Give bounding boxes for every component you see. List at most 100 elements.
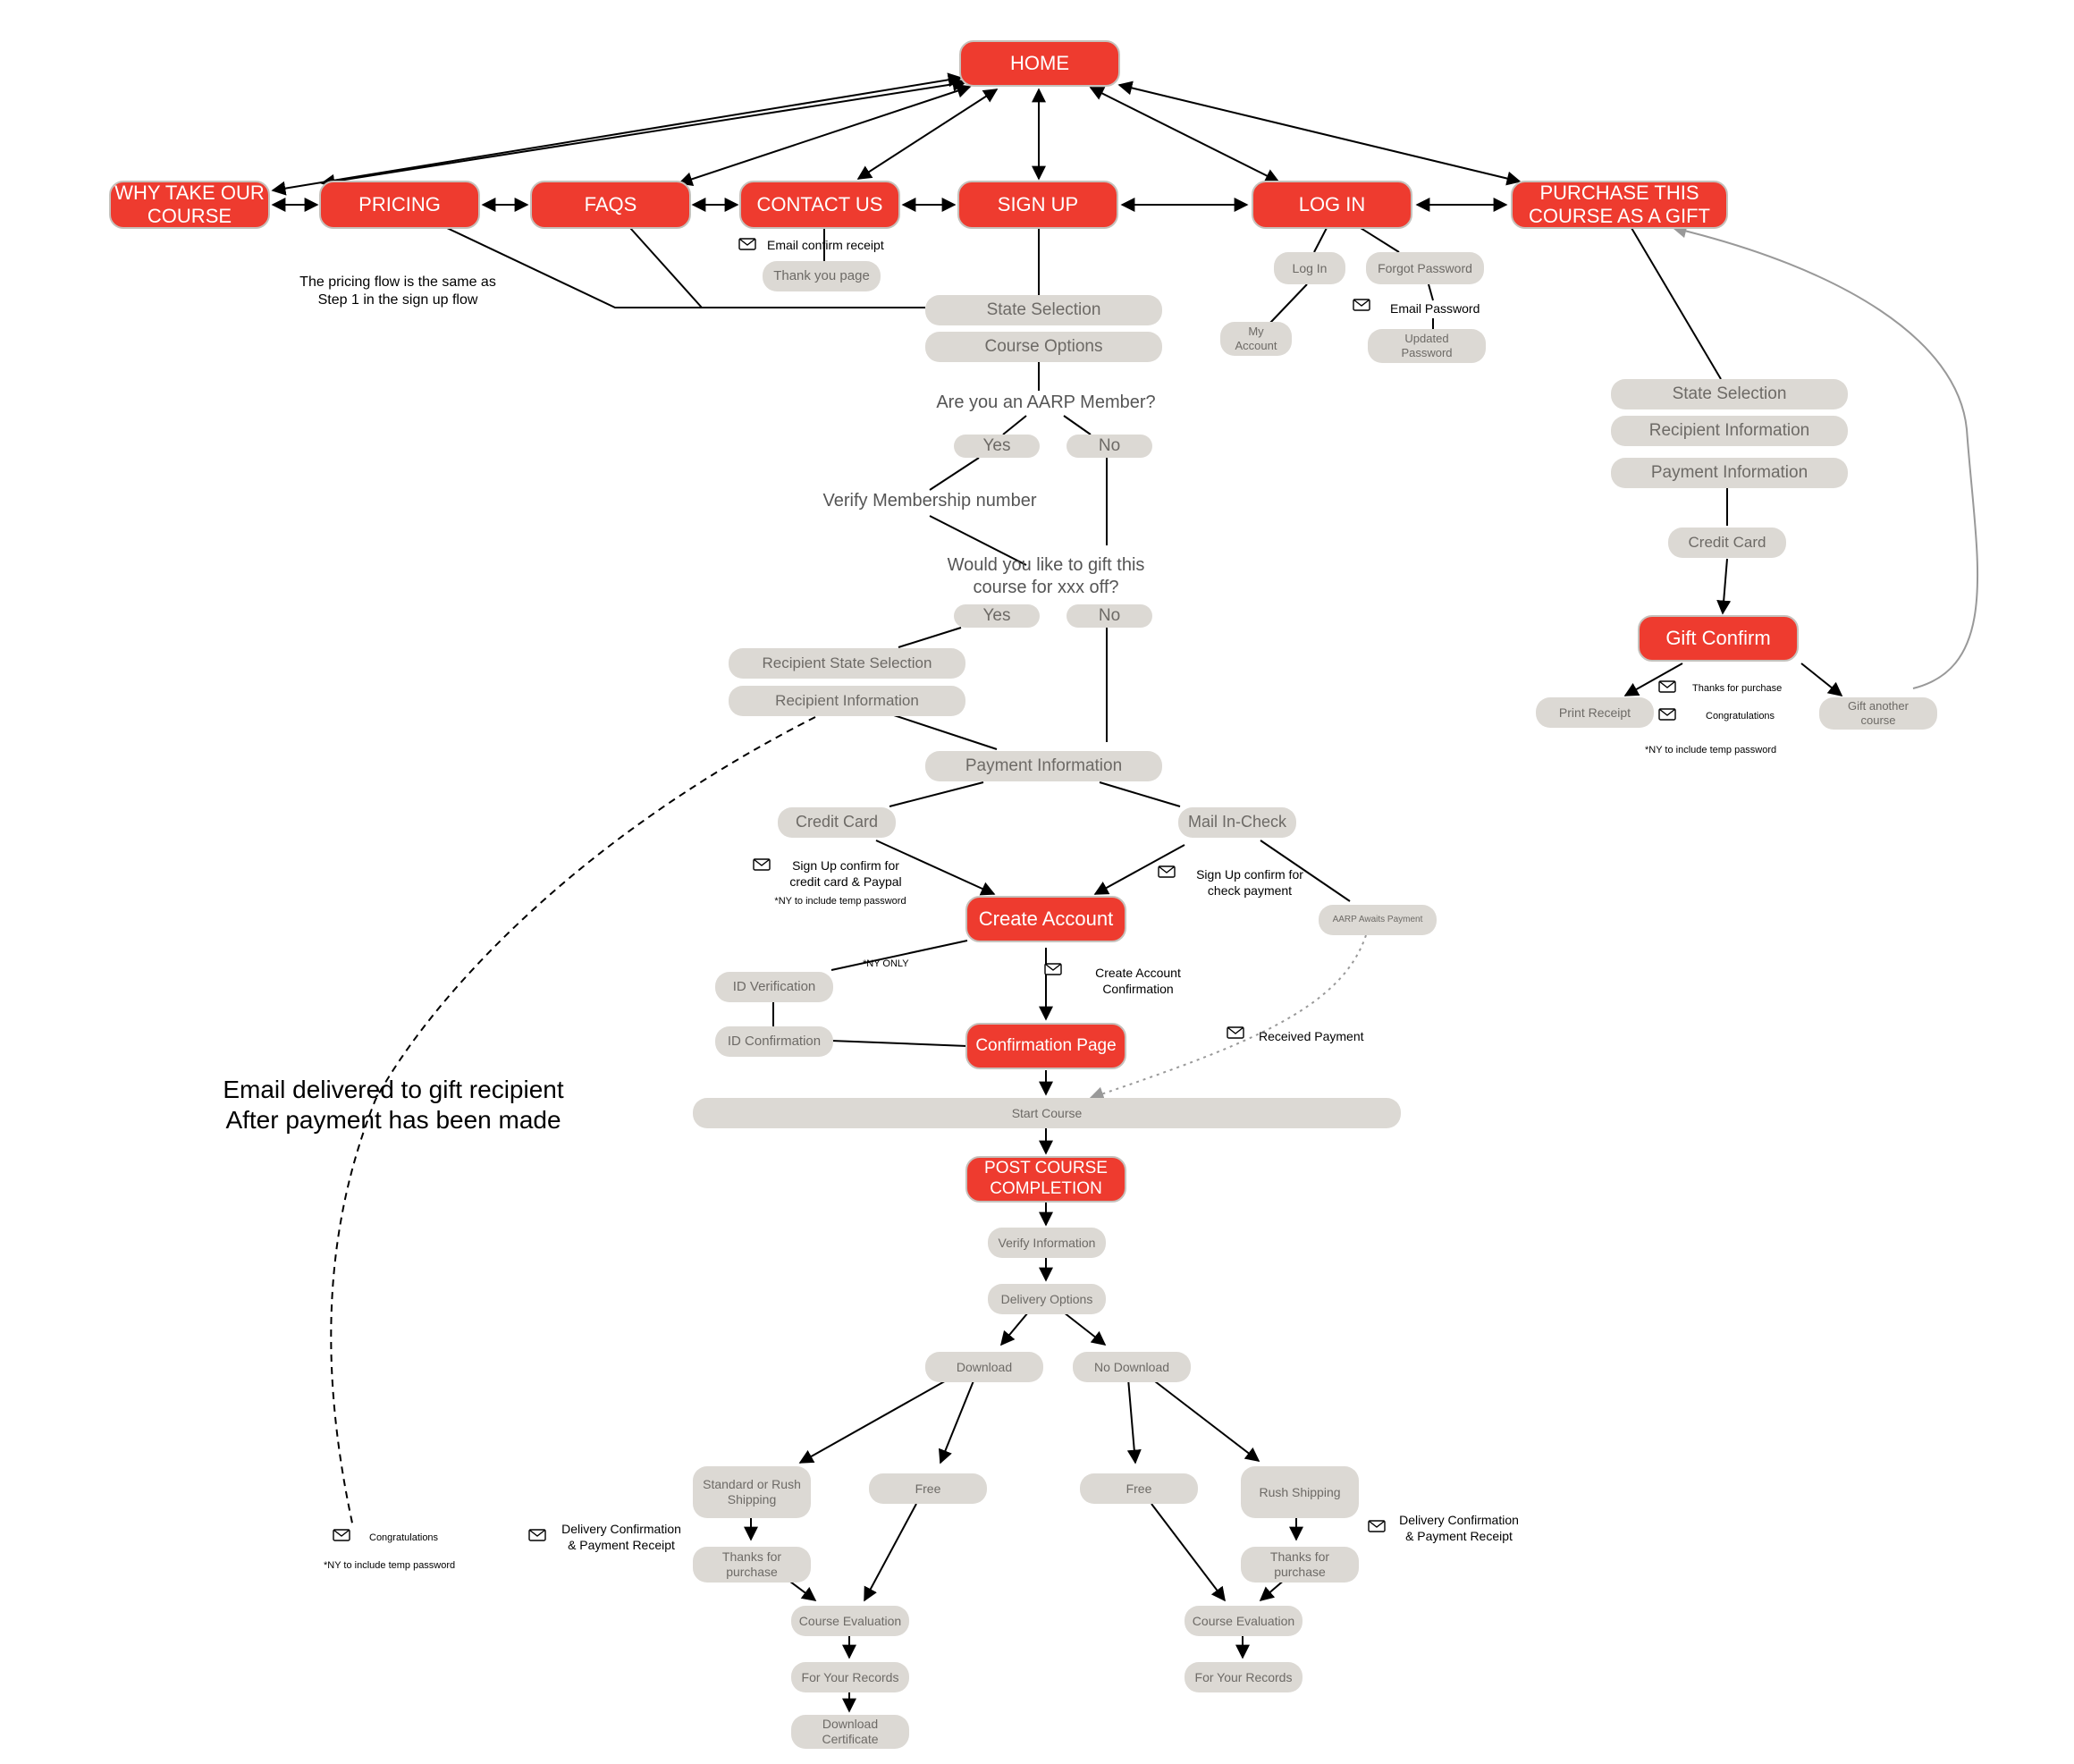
node-my-account[interactable]: My Account — [1220, 322, 1292, 356]
node-recipient-information[interactable]: Recipient Information — [729, 686, 965, 716]
envelope-icon — [1158, 865, 1176, 878]
edge-login-forgot — [1360, 227, 1400, 253]
node-verify-information[interactable]: Verify Information — [988, 1228, 1106, 1258]
edge-sub-account — [1269, 283, 1308, 325]
edge-aarp-no — [1063, 415, 1092, 435]
edge-thanksl-eval — [786, 1578, 817, 1601]
node-standard-or-rush-shipping[interactable]: Standard or Rush Shipping — [693, 1466, 811, 1518]
edge-delivery-nodownload — [1063, 1312, 1107, 1346]
email-confirm-receipt-label: Email confirm receipt — [767, 238, 884, 252]
verify-membership-number: Verify Membership number — [822, 491, 1037, 511]
edge-idconf-confirm — [830, 1040, 968, 1047]
node-log-in-sub[interactable]: Log In — [1274, 252, 1345, 284]
envelope-icon — [1368, 1520, 1386, 1532]
node-payment-information[interactable]: Payment Information — [925, 751, 1162, 781]
node-create-account[interactable]: Create Account — [965, 896, 1126, 942]
node-thanks-for-purchase-left[interactable]: Thanks for purchase — [693, 1547, 811, 1583]
node-why-take-our-course[interactable]: WHY TAKE OUR COURSE — [109, 181, 270, 229]
node-thank-you-page[interactable]: Thank you page — [763, 261, 881, 291]
envelope-icon — [1353, 299, 1370, 311]
cc-ny-temp-password: *NY to include temp password — [774, 896, 906, 907]
node-course-evaluation-left[interactable]: Course Evaluation — [791, 1606, 909, 1636]
node-log-in[interactable]: LOG IN — [1252, 181, 1412, 229]
edge-login-sub — [1313, 227, 1328, 253]
node-gift-state-selection[interactable]: State Selection — [1611, 379, 1848, 409]
edge-giftyes-rec — [898, 627, 962, 648]
node-free-download[interactable]: Free — [869, 1473, 987, 1504]
node-no-download[interactable]: No Download — [1073, 1352, 1191, 1382]
node-for-your-records-right[interactable]: For Your Records — [1185, 1662, 1303, 1692]
node-gift-recipient-information[interactable]: Recipient Information — [1611, 416, 1848, 446]
edge-nodl-rush — [1151, 1378, 1260, 1462]
edge-freel-eval — [864, 1503, 917, 1602]
recipient-congratulations-label: Congratulations — [369, 1532, 439, 1543]
node-start-course[interactable]: Start Course — [693, 1098, 1401, 1128]
ny-only-label: *NY ONLY — [863, 958, 909, 969]
edge-gconfirm-print — [1623, 663, 1683, 696]
edge-faqs-state — [629, 227, 703, 308]
node-gift-yes[interactable]: Yes — [954, 604, 1040, 628]
edge-check-create — [1093, 844, 1185, 895]
envelope-icon — [1658, 708, 1676, 721]
node-free-no-download[interactable]: Free — [1080, 1473, 1198, 1504]
node-purchase-gift[interactable]: PURCHASE THIS COURSE AS A GIFT — [1511, 181, 1728, 229]
node-thanks-for-purchase-right[interactable]: Thanks for purchase — [1241, 1547, 1359, 1583]
edge-gcredit-gconfirm — [1716, 558, 1732, 615]
node-mail-in-check[interactable]: Mail In-Check — [1178, 807, 1296, 838]
edge-check-aarp — [1260, 840, 1351, 902]
node-credit-card[interactable]: Credit Card — [778, 807, 896, 838]
edge-home-why — [271, 72, 963, 196]
node-download[interactable]: Download — [925, 1352, 1043, 1382]
edge-nodl-free — [1126, 1378, 1142, 1464]
node-rush-shipping[interactable]: Rush Shipping — [1241, 1466, 1359, 1518]
node-aarp-no[interactable]: No — [1067, 435, 1152, 458]
node-gift-confirm[interactable]: Gift Confirm — [1638, 615, 1799, 662]
node-pricing[interactable]: PRICING — [319, 181, 480, 229]
node-id-confirmation[interactable]: ID Confirmation — [715, 1026, 833, 1057]
pricing-flow-note: The pricing flow is the same as Step 1 i… — [299, 274, 496, 308]
node-download-certificate[interactable]: Download Certificate — [791, 1715, 909, 1749]
edge-aarp-yes — [1002, 415, 1027, 435]
edge-gconfirm-another — [1800, 663, 1843, 696]
node-course-options[interactable]: Course Options — [925, 332, 1162, 362]
edge-pricing-state — [446, 227, 925, 308]
edge-verify-gift — [929, 515, 1027, 566]
node-confirmation-page[interactable]: Confirmation Page — [965, 1023, 1126, 1069]
signup-confirm-cc-label: Sign Up confirm for credit card & Paypal — [789, 858, 902, 889]
node-gift-credit-card[interactable]: Credit Card — [1668, 528, 1786, 558]
node-delivery-options[interactable]: Delivery Options — [988, 1284, 1106, 1314]
node-forgot-password[interactable]: Forgot Password — [1366, 252, 1484, 284]
node-course-evaluation-right[interactable]: Course Evaluation — [1185, 1606, 1303, 1636]
node-sign-up[interactable]: SIGN UP — [957, 181, 1118, 229]
signup-confirm-check-label: Sign Up confirm for check payment — [1196, 867, 1303, 898]
node-home[interactable]: HOME — [959, 40, 1120, 87]
node-aarp-awaits-payment[interactable]: AARP Awaits Payment — [1319, 905, 1437, 935]
gift-question: Would you like to gift this course for x… — [947, 555, 1145, 597]
gift-ny-temp-password: *NY to include temp password — [1645, 745, 1777, 755]
email-password-label: Email Password — [1390, 301, 1480, 316]
node-gift-another-course[interactable]: Gift another course — [1819, 697, 1937, 730]
envelope-icon — [333, 1529, 350, 1541]
node-post-course-completion[interactable]: POST COURSE COMPLETION — [965, 1156, 1126, 1203]
envelope-icon — [1658, 680, 1676, 693]
email-gift-recipient-note: Email delivered to gift recipient After … — [223, 1076, 564, 1134]
node-print-receipt[interactable]: Print Receipt — [1536, 697, 1654, 728]
edge-home-pricing — [320, 77, 967, 189]
edge-thanksr-eval — [1259, 1578, 1286, 1602]
edge-payment-cc — [889, 781, 984, 807]
node-updated-password[interactable]: Updated Password — [1368, 329, 1486, 363]
delivery-confirmation-right-label: Delivery Confirmation & Payment Receipt — [1399, 1513, 1519, 1543]
node-contact-us[interactable]: CONTACT US — [739, 181, 900, 229]
node-recipient-state-selection[interactable]: Recipient State Selection — [729, 648, 965, 679]
node-for-your-records-left[interactable]: For Your Records — [791, 1662, 909, 1692]
node-aarp-yes[interactable]: Yes — [954, 435, 1040, 458]
node-state-selection[interactable]: State Selection — [925, 295, 1162, 325]
edge-home-login — [1089, 87, 1280, 182]
node-gift-payment-information[interactable]: Payment Information — [1611, 458, 1848, 488]
edge-another-gift — [1672, 224, 1978, 689]
node-id-verification[interactable]: ID Verification — [715, 972, 833, 1002]
node-faqs[interactable]: FAQS — [530, 181, 691, 229]
node-gift-no[interactable]: No — [1067, 604, 1152, 628]
edge-freer-eval — [1151, 1503, 1226, 1602]
